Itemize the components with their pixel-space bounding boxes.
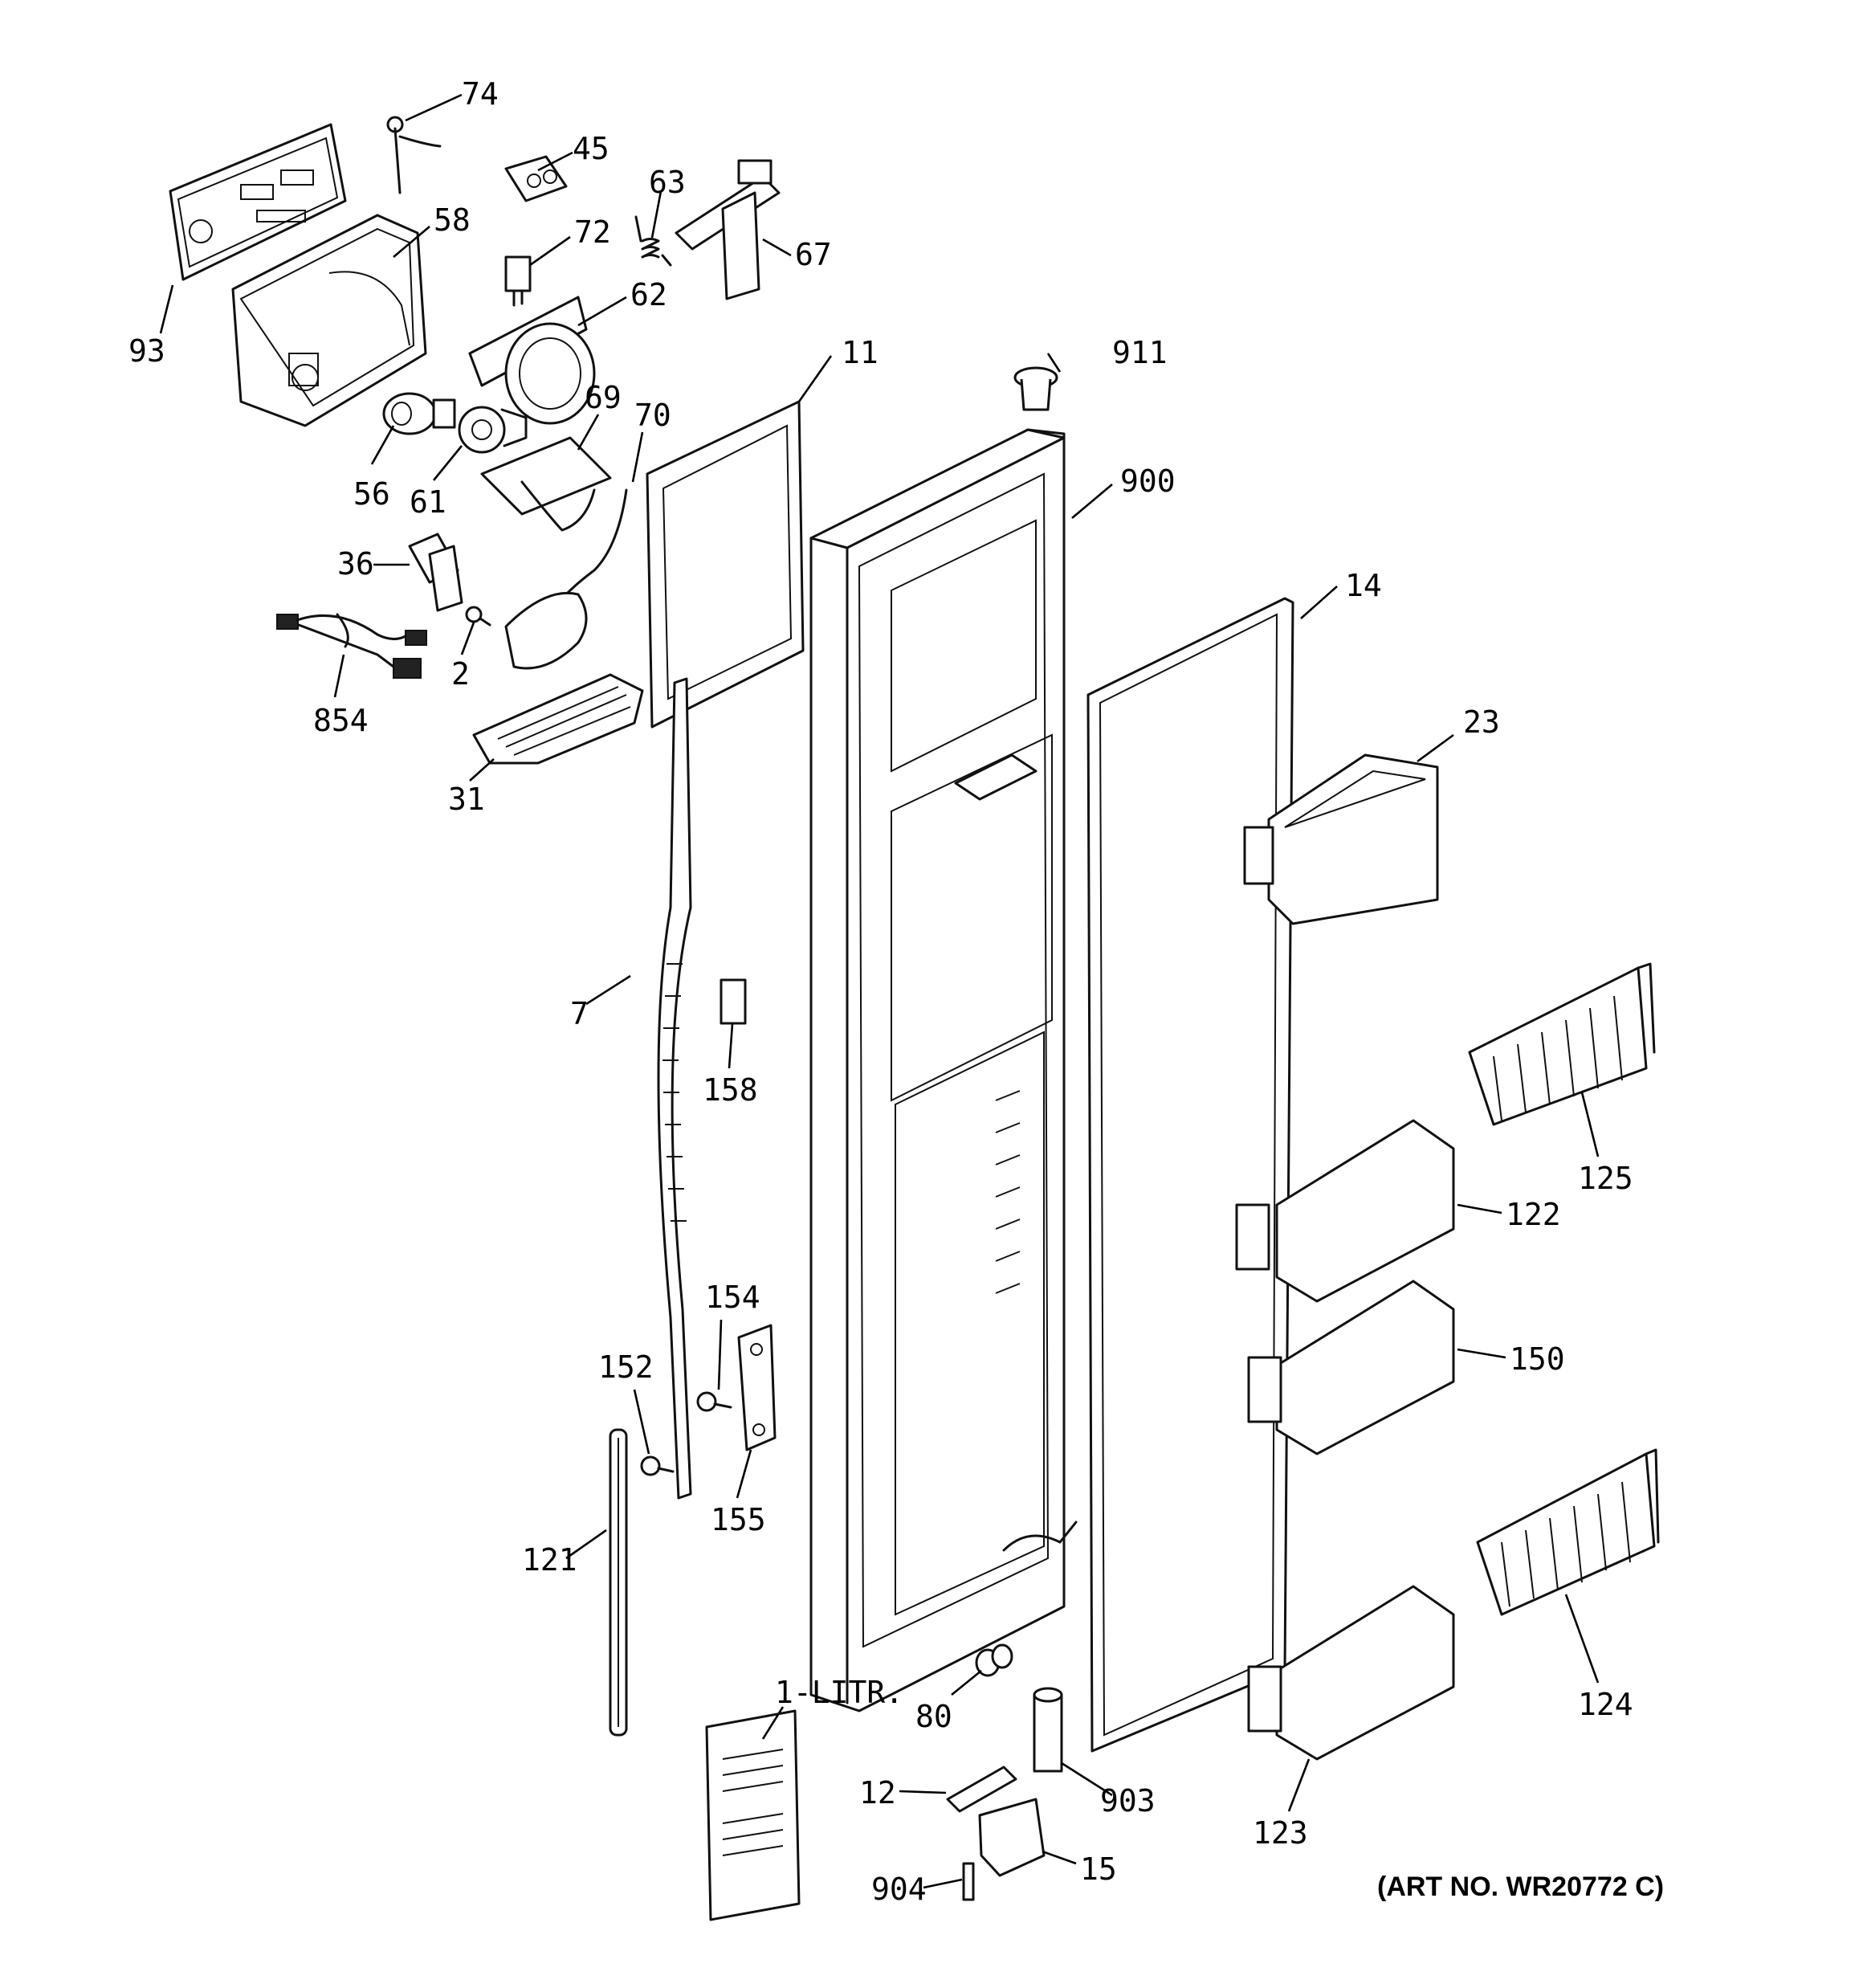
label-62: 62 xyxy=(630,277,667,312)
part-61-gear xyxy=(458,406,528,454)
label-93: 93 xyxy=(128,333,165,369)
part-23-top-bin xyxy=(1243,753,1439,925)
label-2: 2 xyxy=(451,656,470,692)
label-1-litr: 1-LITR. xyxy=(775,1675,903,1710)
part-155-hinge xyxy=(737,1324,777,1451)
part-67-actuator xyxy=(675,159,781,300)
art-number: (ART NO. WR20772 C) xyxy=(1377,1872,1664,1902)
label-900: 900 xyxy=(1120,463,1176,499)
label-31: 31 xyxy=(448,782,485,817)
part-74-spring xyxy=(386,116,442,194)
part-70-chute xyxy=(504,488,628,670)
part-152-screw xyxy=(640,1455,675,1476)
part-93-control-panel xyxy=(169,123,347,281)
part-158-block xyxy=(720,978,747,1025)
label-69: 69 xyxy=(585,380,622,415)
part-14-door-gasket xyxy=(1086,597,1294,1753)
label-123: 123 xyxy=(1253,1815,1308,1851)
part-125-wire-basket xyxy=(1468,962,1656,1126)
label-63: 63 xyxy=(649,165,686,200)
label-903: 903 xyxy=(1100,1783,1156,1819)
part-911-cap xyxy=(1013,366,1058,411)
part-122-bin xyxy=(1235,1119,1455,1303)
part-72-switch xyxy=(504,255,532,307)
label-904: 904 xyxy=(871,1872,927,1907)
part-15-hinge-block xyxy=(978,1798,1046,1877)
label-150: 150 xyxy=(1510,1341,1565,1377)
part-45-bracket xyxy=(504,155,568,202)
part-80-fitting xyxy=(975,1643,1013,1677)
label-74: 74 xyxy=(462,76,499,112)
label-124: 124 xyxy=(1578,1687,1633,1722)
label-36: 36 xyxy=(337,546,374,582)
part-903-bushing xyxy=(1033,1687,1063,1773)
label-155: 155 xyxy=(711,1502,766,1537)
label-58: 58 xyxy=(434,202,471,238)
label-154: 154 xyxy=(705,1280,760,1315)
part-69-funnel xyxy=(480,436,612,532)
label-23: 23 xyxy=(1463,704,1500,740)
part-1-literature xyxy=(705,1709,801,1921)
part-7-gasket-strip xyxy=(657,677,692,1500)
label-14: 14 xyxy=(1345,568,1382,603)
part-62-auger-housing xyxy=(468,296,596,425)
label-152: 152 xyxy=(598,1349,654,1385)
part-900-door xyxy=(809,428,1078,1712)
part-12-plate xyxy=(946,1766,1017,1813)
part-124-wire-basket xyxy=(1476,1448,1660,1616)
part-121-trim xyxy=(609,1428,628,1737)
part-154-screw xyxy=(696,1391,732,1412)
part-2-screw xyxy=(465,606,491,627)
leader-lines xyxy=(159,93,1600,1889)
part-63-spring xyxy=(634,215,672,267)
label-70: 70 xyxy=(634,398,671,433)
label-121: 121 xyxy=(522,1542,577,1578)
label-911: 911 xyxy=(1112,335,1168,370)
label-15: 15 xyxy=(1080,1851,1117,1887)
label-56: 56 xyxy=(353,476,390,512)
part-11-frame xyxy=(646,400,805,729)
part-31-drip-tray xyxy=(472,673,644,765)
label-125: 125 xyxy=(1578,1161,1633,1196)
label-80: 80 xyxy=(915,1699,952,1734)
label-11: 11 xyxy=(842,335,879,370)
label-67: 67 xyxy=(795,237,832,272)
part-58-dispenser-housing xyxy=(231,214,427,427)
part-904-screw xyxy=(962,1862,975,1901)
part-854-harness xyxy=(276,613,427,679)
part-36-bracket xyxy=(408,533,463,612)
label-72: 72 xyxy=(574,214,611,250)
label-12: 12 xyxy=(859,1775,896,1810)
label-122: 122 xyxy=(1506,1197,1561,1232)
label-854: 854 xyxy=(313,703,369,738)
label-61: 61 xyxy=(410,484,446,520)
part-56-motor xyxy=(382,392,456,435)
label-45: 45 xyxy=(573,131,609,166)
label-158: 158 xyxy=(703,1072,758,1108)
part-123-bin xyxy=(1247,1585,1455,1761)
part-150-bin xyxy=(1247,1280,1455,1455)
label-7: 7 xyxy=(570,996,589,1031)
